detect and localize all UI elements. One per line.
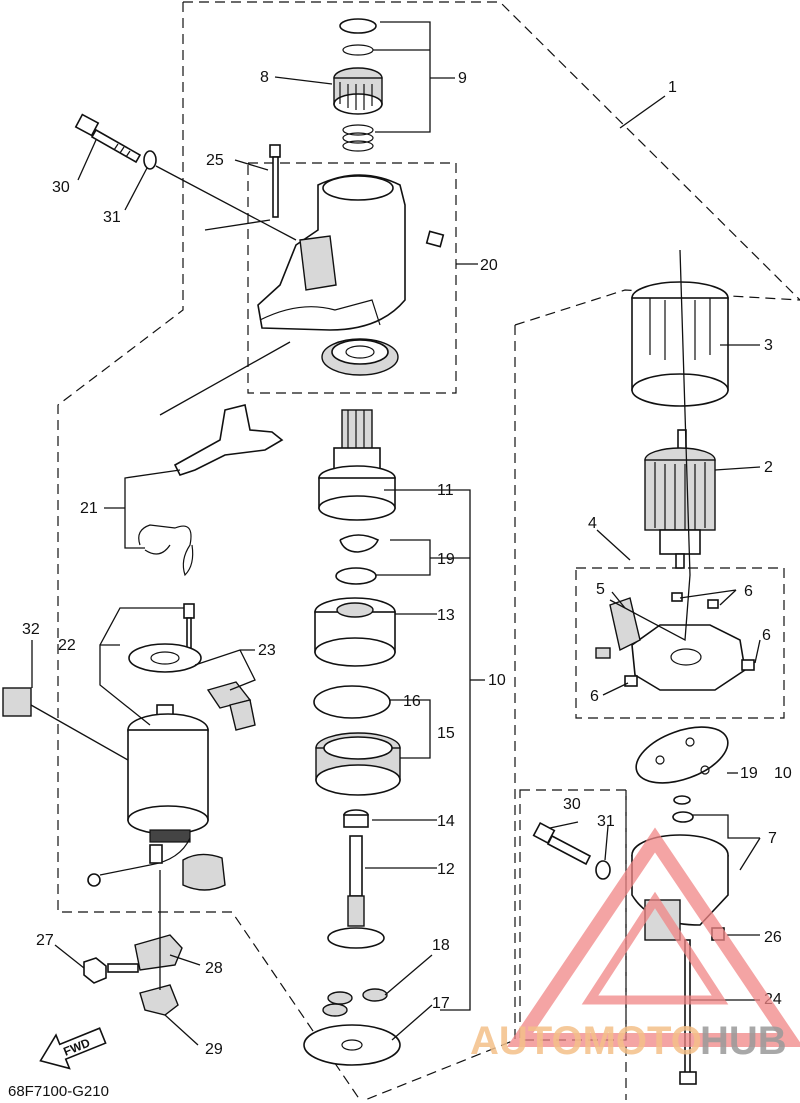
o-ring-16 (313, 685, 391, 719)
callout-7: 7 (768, 830, 777, 847)
watermark-logo: AUTOMOTO HUB (470, 827, 800, 1063)
callout-13: 13 (437, 607, 455, 624)
callout-32: 32 (22, 621, 40, 638)
callout-10a: 10 (488, 672, 506, 689)
callout-17: 17 (432, 995, 450, 1012)
callout-22: 22 (58, 637, 76, 654)
callout-28: 28 (205, 960, 223, 977)
callout-12: 12 (437, 861, 455, 878)
brush-pieces-23 (206, 681, 256, 731)
parts: FWD (2, 18, 755, 1085)
callout-8: 8 (260, 69, 269, 86)
shift-lever (138, 404, 284, 577)
circlip (339, 534, 380, 553)
solenoid-22 (87, 603, 209, 887)
callout-6b: 6 (762, 627, 771, 644)
planet-gears-18 (322, 988, 388, 1017)
callout-2: 2 (764, 459, 773, 476)
spring (342, 124, 374, 152)
fwd-arrow (39, 1027, 107, 1070)
armature-2 (644, 429, 716, 569)
ring-gear-15 (315, 732, 401, 796)
callout-5: 5 (596, 581, 605, 598)
bolt-30-right (532, 821, 592, 866)
watermark-word-b: HUB (700, 1019, 787, 1063)
callout-11: 11 (437, 482, 454, 499)
callout-16: 16 (403, 693, 421, 710)
callout-15: 15 (437, 725, 455, 742)
callout-6a: 6 (744, 583, 753, 600)
small-washer (673, 795, 691, 805)
washer-31-top (143, 150, 157, 170)
callout-18: 18 (432, 937, 450, 954)
bushing-14 (343, 809, 369, 828)
brush-plate (635, 726, 729, 784)
callout-29: 29 (205, 1041, 223, 1058)
gear-housing-13 (314, 597, 396, 667)
group-outlines (57, 1, 800, 1101)
front-housing (257, 174, 445, 331)
callout-6c: 6 (590, 688, 599, 705)
plate-17 (303, 1024, 401, 1066)
leader-lines (30, 21, 761, 1046)
callout-19: 19 (437, 551, 455, 568)
drawing-code: 68F7100-G210 (8, 1083, 109, 1100)
callout-27: 27 (36, 932, 54, 949)
callout-9: 9 (458, 70, 467, 87)
through-bolt-24 (679, 939, 697, 1085)
callout-3: 3 (764, 337, 773, 354)
callout-30a: 30 (52, 179, 70, 196)
callout-31a: 31 (103, 209, 121, 226)
yoke-3 (631, 281, 729, 407)
callout-19-right: 19 (740, 765, 758, 782)
callout-21: 21 (80, 500, 98, 517)
stop-ring (335, 567, 377, 585)
brush-holder-4 (595, 592, 755, 691)
planet-shaft-12 (327, 835, 385, 949)
callout-25: 25 (206, 152, 224, 169)
terminal-28 (107, 934, 183, 973)
callout-26: 26 (764, 929, 782, 946)
bearing-seal (321, 338, 399, 376)
ring-clip (342, 44, 374, 56)
callout-10c: 10 (774, 765, 792, 782)
callout-1: 1 (668, 79, 677, 96)
cap-29 (139, 984, 179, 1016)
callout-31b: 31 (597, 813, 615, 830)
callout-14: 14 (437, 813, 455, 830)
watermark-word-a: AUTOMOTO (470, 1019, 702, 1063)
clutch-assembly (318, 409, 396, 521)
nut-27 (83, 957, 107, 984)
callout-20: 20 (480, 257, 498, 274)
bolt-30-top (74, 113, 142, 164)
pinion-gear (333, 67, 383, 115)
callout-30b: 30 (563, 796, 581, 813)
bolt-25 (269, 144, 281, 218)
washer-31-right (595, 860, 611, 880)
callout-labels: 1 2 3 4 5 6 6 6 7 8 9 10 19 10 11 12 13 … (22, 69, 792, 1058)
cap (182, 853, 226, 891)
label-32 (2, 687, 32, 717)
ring-top (339, 18, 377, 34)
callout-23: 23 (258, 642, 276, 659)
callout-4: 4 (588, 515, 597, 532)
